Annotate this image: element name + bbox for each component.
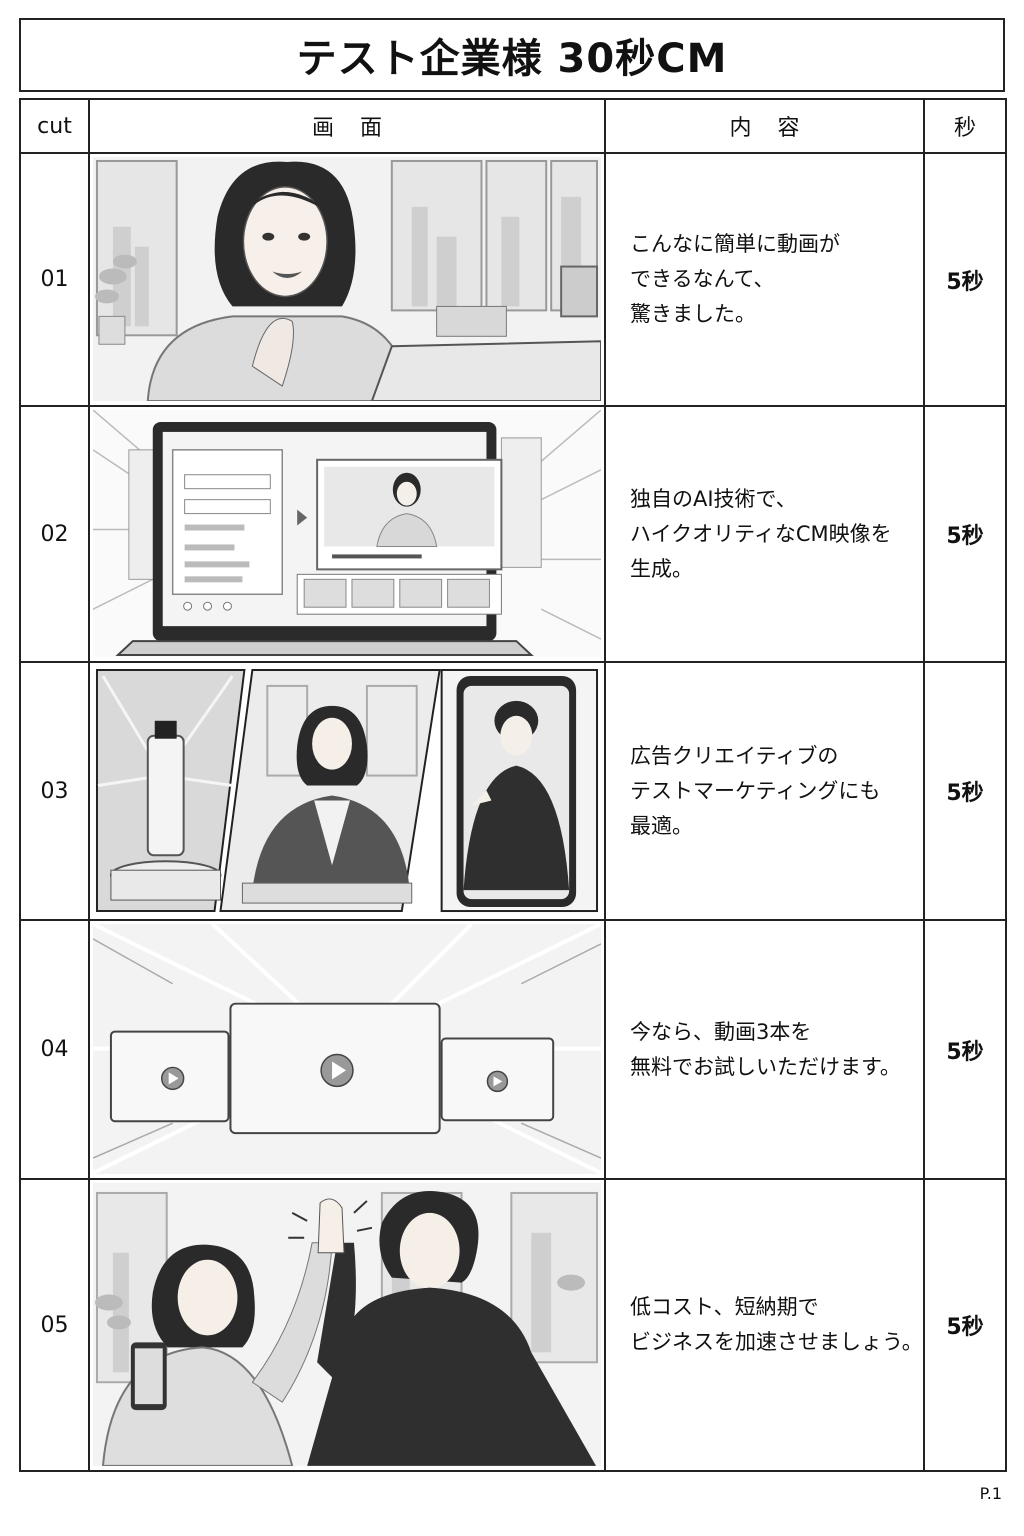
- table-row: 01: [19, 152, 1007, 407]
- cut-seconds: 5秒: [923, 405, 1007, 663]
- cut-content: 今なら、動画3本を 無料でお試しいただけます。: [604, 919, 925, 1180]
- cut-content: 独自のAI技術で、 ハイクオリティなCM映像を 生成。: [604, 405, 925, 663]
- header-screen: 画面: [88, 98, 606, 154]
- page-number: P.1: [979, 1484, 1002, 1503]
- cut-number: 02: [19, 405, 90, 663]
- cut-seconds: 5秒: [923, 661, 1007, 921]
- header-content: 内容: [604, 98, 925, 154]
- scene-image-woman-at-laptop: [88, 152, 606, 407]
- storyboard-title-box: テスト企業様 30秒CM: [19, 18, 1005, 92]
- scene-image-three-videos: [88, 919, 606, 1180]
- header-cut: cut: [19, 98, 90, 154]
- header-seconds: 秒: [923, 98, 1007, 154]
- cut-seconds: 5秒: [923, 1178, 1007, 1472]
- cut-number: 05: [19, 1178, 90, 1472]
- header-row: cut 画面 内容 秒: [19, 98, 1007, 154]
- cut-number: 04: [19, 919, 90, 1180]
- cut-content: 低コスト、短納期で ビジネスを加速させましょう。: [604, 1178, 925, 1472]
- table-row: 02: [19, 405, 1007, 663]
- scene-image-high-five: [88, 1178, 606, 1472]
- cut-number: 01: [19, 152, 90, 407]
- table-row: 03: [19, 661, 1007, 921]
- table-row: 04: [19, 919, 1007, 1180]
- table-row: 05: [19, 1178, 1007, 1472]
- scene-image-laptop-app: [88, 405, 606, 663]
- storyboard-table: cut 画面 内容 秒 01: [19, 98, 1007, 1472]
- cut-content: 広告クリエイティブの テストマーケティングにも 最適。: [604, 661, 925, 921]
- cut-seconds: 5秒: [923, 152, 1007, 407]
- cut-number: 03: [19, 661, 90, 921]
- storyboard-title: テスト企業様 30秒CM: [296, 36, 728, 82]
- cut-seconds: 5秒: [923, 919, 1007, 1180]
- scene-image-product-presenter-phone: [88, 661, 606, 921]
- cut-content: こんなに簡単に動画が できるなんて、 驚きました。: [604, 152, 925, 407]
